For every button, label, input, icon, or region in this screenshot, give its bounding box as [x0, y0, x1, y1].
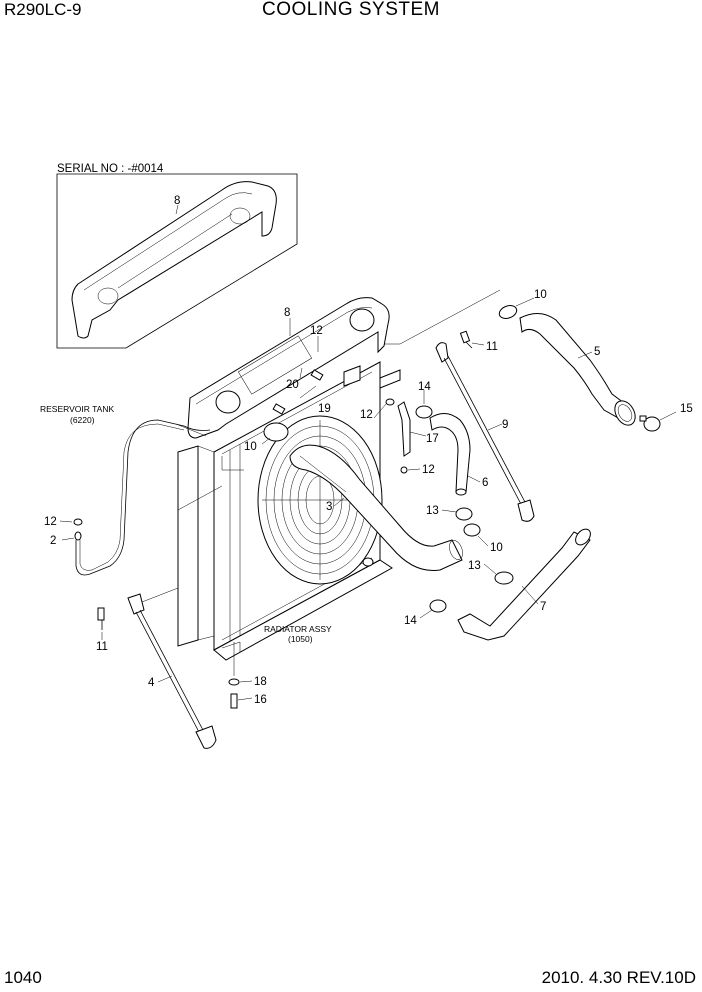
- callout-20: 20: [286, 379, 299, 391]
- bolt-20: [310, 369, 324, 381]
- stay-rod-4: [127, 593, 217, 749]
- bolt-11-top: [459, 330, 473, 349]
- reservoir-tank-label: RESERVOIR TANK: [40, 404, 114, 414]
- callout-17: 17: [426, 433, 439, 445]
- callout-8-inset: 8: [174, 195, 180, 207]
- radiator-assy-label: RADIATOR ASSY: [264, 624, 332, 634]
- bolt-16: [230, 693, 238, 709]
- clamp-13-low: [494, 571, 514, 585]
- clamp-13-mid: [455, 507, 473, 521]
- callout-11-left: 11: [96, 641, 108, 653]
- clamp-10-top: [498, 305, 518, 319]
- callout-8: 8: [284, 307, 290, 319]
- clamp-10-mid: [463, 523, 481, 537]
- callout-12-left: 12: [44, 516, 57, 528]
- hose-6: [416, 406, 471, 496]
- callout-10-top: 10: [534, 289, 547, 301]
- callouts: 8 12 20 19 10 11 5 15 14 12 17 9 10 12 6…: [44, 289, 693, 706]
- callout-13-mid: 13: [426, 505, 439, 517]
- callout-12-mid: 12: [360, 409, 373, 421]
- serial-inset: SERIAL NO : -#0014 8: [56, 163, 298, 349]
- inset-shroud-part: [71, 181, 277, 339]
- callout-7: 7: [540, 601, 546, 613]
- upper-hose-5: [519, 313, 636, 426]
- model-label: R290LC-9: [4, 0, 82, 19]
- hose-17: [397, 401, 411, 474]
- page-number: 1040: [4, 968, 42, 987]
- clamp-10-left: [263, 422, 289, 442]
- callout-18: 18: [254, 676, 267, 688]
- callout-12-top: 12: [310, 325, 323, 337]
- callout-6: 6: [482, 477, 488, 489]
- callout-14-low: 14: [404, 615, 417, 627]
- callout-2: 2: [50, 535, 56, 547]
- callout-9: 9: [502, 419, 508, 431]
- callout-10-left: 10: [244, 441, 257, 453]
- reservoir-hose-2: [75, 419, 211, 576]
- stay-rod-9: [435, 342, 535, 522]
- callout-16: 16: [254, 694, 267, 706]
- callout-19: 19: [318, 403, 331, 415]
- lower-pipe-7: [457, 528, 591, 641]
- upper-shroud: [187, 297, 390, 439]
- callout-12-hose: 12: [422, 464, 435, 476]
- lower-hose-3: [289, 444, 463, 572]
- radiator-assy-code: (1050): [288, 634, 313, 644]
- callout-15: 15: [680, 403, 693, 415]
- serial-label: SERIAL NO : -#0014: [57, 163, 164, 175]
- bolt-19: [272, 403, 286, 415]
- leader-lines: [59, 289, 677, 701]
- callout-10-mid: 10: [490, 542, 503, 554]
- callout-14-top: 14: [418, 381, 431, 393]
- washer-18: [228, 678, 240, 686]
- clamp-15: [639, 415, 661, 432]
- callout-4: 4: [148, 677, 155, 689]
- revision-date: 2010. 4.30 REV.10D: [541, 968, 696, 987]
- bolt-11-left: [97, 607, 105, 630]
- callout-11-top: 11: [486, 341, 498, 353]
- callout-13-low: 13: [468, 560, 481, 572]
- clamp-14-top: [415, 405, 433, 419]
- clamp-14-low: [429, 599, 447, 613]
- callout-3: 3: [326, 501, 332, 513]
- reservoir-tank-code: (6220): [70, 415, 95, 425]
- page-title: COOLING SYSTEM: [261, 0, 441, 20]
- radiator-assembly: [177, 297, 401, 661]
- callout-5: 5: [594, 346, 600, 358]
